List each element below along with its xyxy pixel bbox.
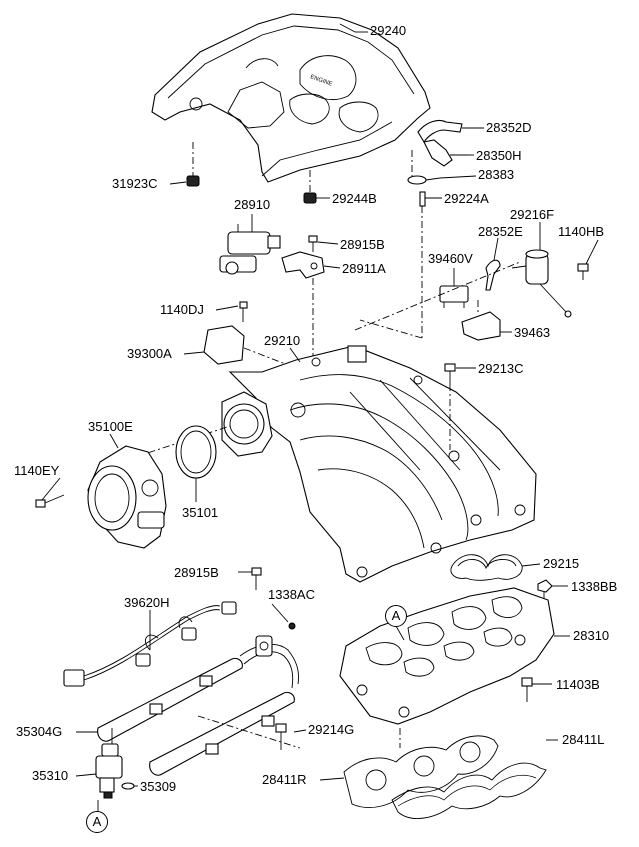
part-label-29244B: 29244B — [332, 191, 377, 206]
part-label-1140EY: 1140EY — [14, 463, 60, 478]
grommet-29244B — [303, 170, 317, 204]
bracket-28911A — [281, 251, 325, 358]
throttle-body-35100E — [87, 445, 167, 549]
part-label-1338BB: 1338BB — [571, 579, 618, 594]
bolt-29214G — [275, 723, 287, 750]
engine-cover: ENGINE — [151, 13, 431, 183]
fuel-rail-35304G — [97, 635, 299, 776]
gasket-29215 — [450, 554, 523, 581]
part-label-35309: 35309 — [140, 779, 177, 794]
part-label-29216F: 29216F — [510, 207, 555, 222]
part-label-28310: 28310 — [573, 628, 610, 643]
part-label-31923C: 31923C — [112, 176, 158, 191]
bolt-11403B — [521, 677, 533, 702]
part-label-39620H: 39620H — [124, 595, 170, 610]
bracket-39463 — [461, 300, 501, 341]
pcv-hose-parts — [359, 119, 468, 339]
part-label-35304G: 35304G — [16, 724, 63, 739]
bolt-28915B-top — [308, 235, 318, 252]
o-ring-35309 — [121, 782, 135, 790]
nut-1338AC — [288, 622, 296, 630]
part-label-29215: 29215 — [543, 556, 580, 571]
part-label-28911A: 28911A — [342, 261, 386, 276]
part-label-28910: 28910 — [234, 197, 271, 212]
part-label-1338AC: 1338AC — [268, 587, 315, 602]
part-label-29214G: 29214G — [308, 722, 355, 737]
part-label-29210: 29210 — [264, 333, 301, 348]
part-label-35310: 35310 — [32, 768, 69, 783]
fuel-injector-35310 — [95, 728, 123, 799]
actuator-29216F — [511, 249, 572, 318]
part-label-1140DJ: 1140DJ — [160, 302, 204, 317]
gasket-28411R — [343, 735, 499, 808]
part-label-39300A: 39300A — [127, 346, 172, 361]
part-label-28352D: 28352D — [486, 120, 532, 135]
part-label-39460V: 39460V — [428, 251, 473, 266]
reference-circle-a-upper: A — [385, 605, 407, 627]
bolt-29213C — [444, 363, 456, 450]
part-label-11403B: 11403B — [556, 677, 600, 692]
lower-manifold-28310 — [339, 587, 555, 725]
part-label-28383: 28383 — [478, 167, 515, 182]
grommet-31923C — [186, 142, 200, 187]
part-label-28915B-bottom: 28915B — [174, 565, 219, 580]
part-label-28352E: 28352E — [478, 224, 523, 239]
wiring-harness-39620H — [63, 601, 237, 687]
reference-circle-a-lower: A — [86, 811, 108, 833]
bolt-28915B-bottom — [251, 567, 262, 590]
part-label-29240: 29240 — [370, 23, 407, 38]
intake-manifold-29210 — [221, 345, 537, 583]
hose-28352E — [485, 259, 501, 291]
part-label-35101: 35101 — [182, 505, 219, 520]
part-label-1140HB: 1140HB — [558, 224, 605, 239]
part-label-28915B-top: 28915B — [340, 237, 385, 252]
part-label-29213C: 29213C — [478, 361, 524, 376]
gasket-28411L — [391, 762, 547, 819]
leader-lines — [41, 23, 599, 812]
part-label-28350H: 28350H — [476, 148, 522, 163]
part-label-29224A: 29224A — [444, 191, 489, 206]
part-label-28411R: 28411R — [262, 772, 307, 787]
part-label-35100E: 35100E — [88, 419, 133, 434]
part-label-39463: 39463 — [514, 325, 551, 340]
bolt-1140HB — [577, 263, 589, 280]
bolt-1140EY — [35, 494, 65, 508]
part-label-28411L: 28411L — [562, 732, 605, 747]
gasket-35101 — [175, 425, 217, 479]
solenoid-valve-28910 — [219, 224, 281, 275]
